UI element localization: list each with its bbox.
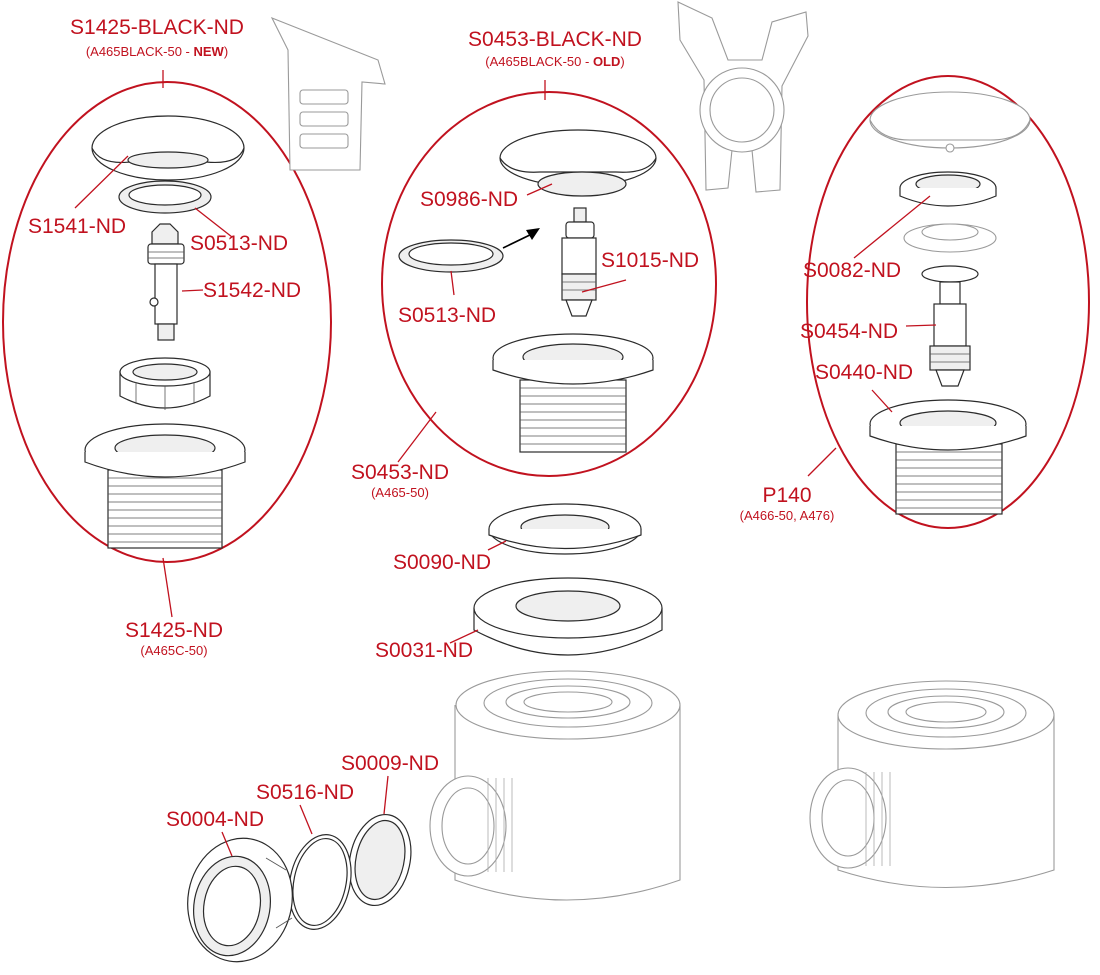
leader-p140 <box>807 447 837 477</box>
ring-s0009 <box>348 813 412 907</box>
group-new-ellipse <box>2 81 332 563</box>
nut-new <box>119 357 211 410</box>
nut-s0004 <box>187 837 293 963</box>
leader-s1541 <box>74 155 129 209</box>
leader-s0516 <box>299 804 313 835</box>
body-s1425 <box>84 423 246 549</box>
label-s0082: S0082-ND <box>803 259 901 282</box>
direction-arrow <box>502 228 540 249</box>
leader-s0009 <box>383 775 389 815</box>
leader-s0090 <box>487 540 507 551</box>
leader-s0453 <box>397 411 437 463</box>
gasket-s0031 <box>473 577 663 656</box>
cap-s1541 <box>91 115 245 181</box>
drain-body-secondary <box>809 680 1055 888</box>
sublabel-s0453: (A465-50) <box>371 485 429 500</box>
leader-s0513-old <box>450 270 455 296</box>
group-p140-ellipse <box>806 75 1090 529</box>
label-s0440: S0440-ND <box>815 361 913 384</box>
ring-p140-pale <box>903 223 997 253</box>
pin-s0454 <box>921 265 979 387</box>
ring-s0516 <box>288 834 352 930</box>
ring-s0513-new <box>118 180 212 214</box>
part-s0082 <box>899 171 997 207</box>
sublabel-p140: (A466-50, A476) <box>740 508 835 523</box>
leader-s0440 <box>871 389 893 413</box>
label-s0454: S0454-ND <box>800 320 898 343</box>
label-s1425-black: S1425-BLACK-ND <box>70 16 244 39</box>
leader-s1425 <box>162 557 173 618</box>
drain-body-main <box>429 670 681 901</box>
leader-s1015 <box>581 279 627 293</box>
label-s1015: S1015-ND <box>601 249 699 272</box>
thread-lines-new <box>108 477 222 543</box>
lower-parts: S0090-ND S0031-ND S0009-ND S0516-ND S000… <box>166 503 1055 963</box>
body-s0440 <box>869 399 1027 515</box>
group-p140: S0082-ND S0454-ND S0440-ND P140 (A466-50… <box>740 75 1090 529</box>
cap-p140 <box>869 91 1031 153</box>
group-new: S1425-BLACK-ND (A465BLACK-50 - NEW) S154… <box>2 16 332 658</box>
sublabel-s1425: (A465C-50) <box>140 643 207 658</box>
label-s0090: S0090-ND <box>393 551 491 574</box>
washer-s0090 <box>488 503 642 555</box>
outlet-thread-secondary <box>865 772 891 866</box>
ring-s0513-old <box>398 239 504 273</box>
leader-s1542 <box>181 289 204 292</box>
label-p140: P140 <box>762 484 811 507</box>
label-s0031: S0031-ND <box>375 639 473 662</box>
label-s0513-old: S0513-ND <box>398 304 496 327</box>
leader-s0031 <box>449 629 479 644</box>
sublabel-s0453-black: (A465BLACK-50 - OLD) <box>485 54 624 69</box>
label-s0516: S0516-ND <box>256 781 354 804</box>
sublabel-s1425-black: (A465BLACK-50 - NEW) <box>86 44 228 59</box>
leader-s0082 <box>853 195 931 259</box>
leader-s0986 <box>526 183 553 196</box>
label-s0453-black: S0453-BLACK-ND <box>468 28 642 51</box>
label-s0513-new: S0513-ND <box>190 232 288 255</box>
label-s1425: S1425-ND <box>125 619 223 642</box>
thread-lines-old <box>520 387 626 445</box>
group-old: S0453-BLACK-ND (A465BLACK-50 - OLD) S098… <box>351 28 717 500</box>
label-s0986: S0986-ND <box>420 188 518 211</box>
tool-key-comb <box>270 16 386 171</box>
pin-s1015 <box>561 207 597 317</box>
thread-lines-p140 <box>896 451 1002 509</box>
leader-s0454 <box>905 324 937 327</box>
label-s1542: S1542-ND <box>203 279 301 302</box>
group-old-ellipse <box>381 91 717 477</box>
body-s0453 <box>492 333 654 453</box>
cap-s0986 <box>499 129 657 197</box>
label-s0004: S0004-ND <box>166 808 264 831</box>
tool-wrench <box>677 1 809 193</box>
label-s0009: S0009-ND <box>341 752 439 775</box>
leader-s0004 <box>221 831 233 857</box>
label-s1541: S1541-ND <box>28 215 126 238</box>
leader-s0513-new <box>194 207 233 238</box>
outlet-thread-main <box>487 778 513 872</box>
label-s0453: S0453-ND <box>351 461 449 484</box>
pin-s1542 <box>147 223 185 341</box>
